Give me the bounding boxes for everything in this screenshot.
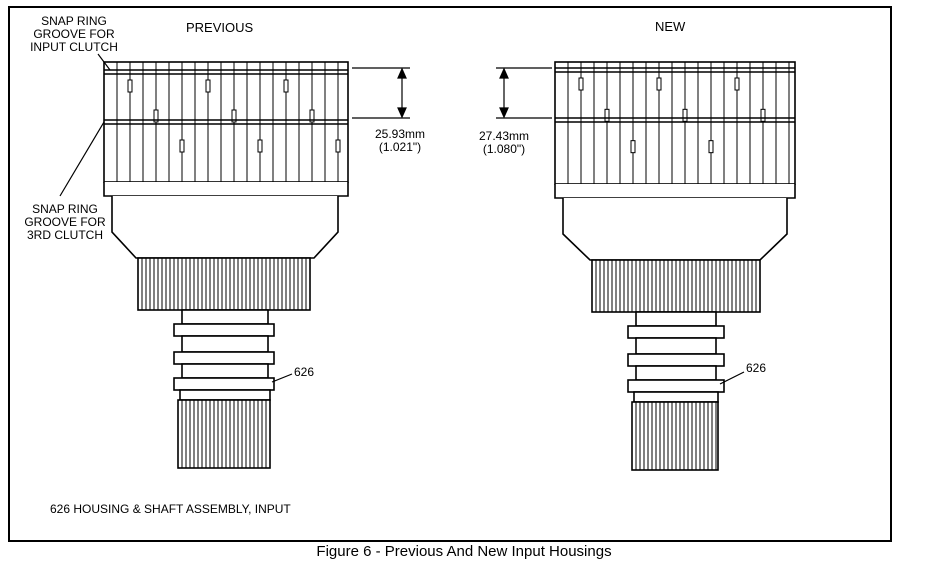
leader-626-new xyxy=(719,371,745,385)
new-shoulder xyxy=(554,184,796,199)
drum-slot xyxy=(656,77,662,91)
previous-neck xyxy=(181,309,269,325)
snap-ring-3rd-label: SNAP RING GROOVE FOR 3RD CLUTCH xyxy=(16,203,114,242)
figure-caption: Figure 6 - Previous And New Input Housin… xyxy=(316,543,612,560)
legend-text: 626 HOUSING & SHAFT ASSEMBLY, INPUT xyxy=(50,502,291,516)
snap-ring-input-line3: INPUT CLUTCH xyxy=(30,40,118,54)
drum-slot xyxy=(708,140,714,154)
previous-drum xyxy=(103,61,349,183)
drum-slot xyxy=(734,77,740,91)
drum-slot xyxy=(682,108,688,122)
new-neck xyxy=(635,311,717,327)
previous-hub-splines xyxy=(141,258,307,310)
previous-skirt xyxy=(111,196,339,259)
drum-slot xyxy=(760,108,766,122)
new-skirt xyxy=(562,198,788,261)
snap-ring-3rd-line2: GROOVE FOR xyxy=(24,215,106,229)
leader-626-previous xyxy=(271,373,293,383)
drum-slot xyxy=(205,79,211,93)
previous-hub xyxy=(137,257,311,311)
new-end-splines xyxy=(635,402,717,470)
new-spline-end xyxy=(631,401,719,471)
leader-3rd-groove xyxy=(59,121,105,197)
drum-slot xyxy=(283,79,289,93)
new-ring-2 xyxy=(627,353,725,367)
callout-626-previous: 626 xyxy=(294,365,315,379)
dim-previous-label: 25.93mm (1.021") xyxy=(362,128,438,154)
drum-slot xyxy=(335,139,341,153)
previous-ring-1 xyxy=(173,323,275,337)
snap-ring-3rd-line3: 3RD CLUTCH xyxy=(26,228,103,242)
previous-title: PREVIOUS xyxy=(186,20,254,35)
previous-spline-end xyxy=(177,399,271,469)
previous-shaft-1 xyxy=(181,335,269,353)
previous-dimension xyxy=(352,67,410,119)
leader-lines xyxy=(59,53,745,385)
drum-slot xyxy=(578,77,584,91)
drum-slot xyxy=(127,79,133,93)
dim-previous-in: (1.021") xyxy=(378,140,422,154)
drum-slot xyxy=(153,109,159,123)
new-dimension xyxy=(496,67,552,119)
previous-shaft-3 xyxy=(179,389,271,401)
figure-frame xyxy=(8,6,892,542)
new-housing xyxy=(554,61,796,471)
new-shaft-2 xyxy=(635,365,717,381)
new-ring-3 xyxy=(627,379,725,393)
snap-ring-input-line1: SNAP RING xyxy=(41,14,107,28)
previous-housing xyxy=(103,61,349,469)
snap-ring-input-label: SNAP RING GROOVE FOR INPUT CLUTCH xyxy=(20,15,128,54)
previous-shaft-2 xyxy=(181,363,269,379)
previous-drum-splines xyxy=(116,62,341,182)
snap-ring-3rd-line1: SNAP RING xyxy=(32,202,98,216)
previous-ring-3 xyxy=(173,377,275,391)
new-ring-1 xyxy=(627,325,725,339)
new-title: NEW xyxy=(655,19,686,34)
dim-new-in: (1.080") xyxy=(482,142,526,156)
drum-slot xyxy=(231,109,237,123)
snap-ring-input-line2: GROOVE FOR xyxy=(33,27,115,41)
drum-slot xyxy=(604,108,610,122)
previous-shoulder xyxy=(103,182,349,197)
dim-new-label: 27.43mm (1.080") xyxy=(466,130,542,156)
leader-input-groove xyxy=(97,53,111,71)
previous-end-splines xyxy=(181,400,267,468)
dim-previous-mm: 25.93mm xyxy=(374,127,426,141)
previous-ring-2 xyxy=(173,351,275,365)
drum-slot xyxy=(630,140,636,154)
dim-new-mm: 27.43mm xyxy=(478,129,530,143)
new-hub-splines xyxy=(595,260,757,312)
drum-slot xyxy=(257,139,263,153)
new-shaft-1 xyxy=(635,337,717,355)
drum-slot xyxy=(309,109,315,123)
new-shaft-3 xyxy=(633,391,719,403)
callout-626-new: 626 xyxy=(746,361,767,375)
new-drum xyxy=(554,61,796,185)
drum-slot xyxy=(179,139,185,153)
